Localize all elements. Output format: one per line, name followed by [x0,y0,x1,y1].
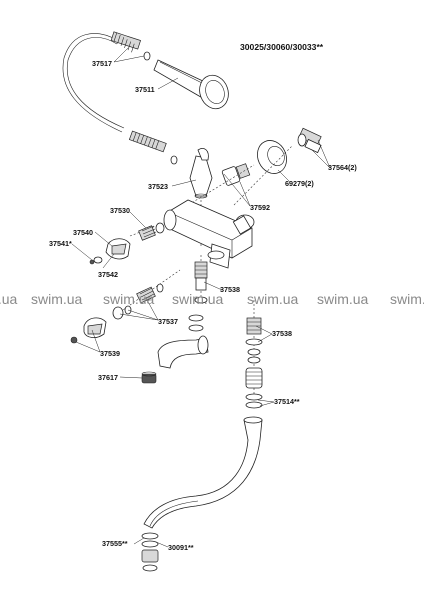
handle-screw [89,259,95,265]
label-37514: 37514** [274,397,300,406]
upper-hose-washer [143,51,151,61]
watermark-text: swim.ua [390,291,424,307]
connection-nut [221,163,251,186]
cover-flange [257,140,287,174]
watermark-text: swim.ua [31,291,83,307]
label-37539: 37539 [100,349,120,358]
label-37542: 37542 [98,270,118,279]
axis-line [174,164,255,214]
label-37538-upper: 37538 [220,285,240,294]
hand-shower [153,59,229,110]
upper-left-handle [93,238,131,264]
label-37523: 37523 [148,182,168,191]
mixer-body [163,199,255,269]
label-37555: 37555** [102,539,128,548]
watermark-text: swim.ua [103,291,155,307]
watermark-text: swim.ua [0,291,18,307]
watermark-text: swim.ua [317,291,369,307]
diagram-title: 30025/30060/30033** [240,42,324,52]
label-69279: 69279(2) [285,179,314,188]
label-37564: 37564(2) [328,163,357,172]
label-37592: 37592 [250,203,270,212]
shower-holder [189,148,213,199]
axis-line [233,145,293,206]
label-37530: 37530 [110,206,130,215]
lower-hose-washer [170,155,178,165]
shower-hose [62,33,123,133]
label-37517: 37517 [92,59,112,68]
long-swivel-spout [143,416,263,529]
watermark-text: swim.ua [172,291,224,307]
lower-hose-nut [128,130,167,153]
center-cartridge [194,261,208,304]
upper-hose-nut [110,31,141,53]
label-37511: 37511 [135,85,155,94]
label-37537: 37537 [158,317,178,326]
lower-handle [70,317,107,344]
aerator [141,371,157,384]
short-spout [157,314,209,369]
axis-line [129,215,183,237]
watermark-row: swim.ua swim.ua swim.ua swim.ua swim.ua … [0,291,424,307]
label-30091: 30091** [168,543,194,552]
wall-eccentric [297,127,322,154]
left-cartridge [138,222,165,241]
leader-lines [71,47,331,548]
label-37540: 37540 [73,228,93,237]
bottom-aerator-stack [141,532,159,572]
label-37538-lower: 37538 [272,329,292,338]
watermark-text: swim.ua [247,291,299,307]
label-37617: 37617 [98,373,118,382]
right-column-parts [245,317,263,409]
label-37541: 37541* [49,239,72,248]
